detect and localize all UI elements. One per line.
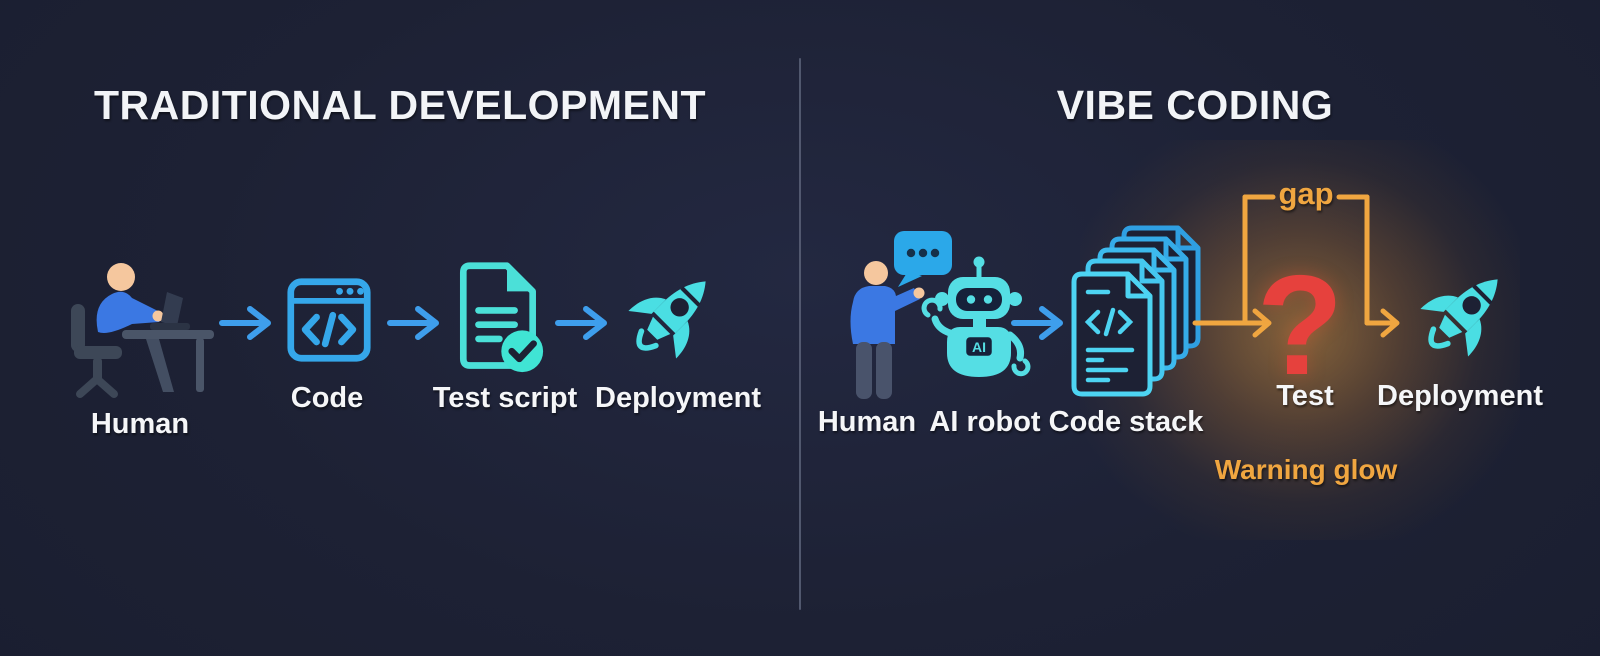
arrow-right-icon <box>1011 306 1063 340</box>
warning-glow-label: Warning glow <box>1214 454 1398 485</box>
arrow-right-icon <box>387 306 439 340</box>
right-step-label-deployment: Deployment <box>1377 380 1543 412</box>
rocket-icon <box>1420 279 1498 357</box>
gap-bracket <box>1192 194 1400 338</box>
arrow-right-icon <box>219 306 271 340</box>
ai-robot-icon: AI <box>921 256 1031 377</box>
right-step-label-test: Test <box>1276 380 1334 412</box>
left-step-label-deployment: Deployment <box>595 382 761 414</box>
left-step-label-test-script: Test script <box>432 382 578 414</box>
code-stack-icon <box>1071 225 1201 397</box>
panel-divider <box>799 58 801 610</box>
gap-label: gap <box>1278 176 1334 211</box>
left-panel-title: TRADITIONAL DEVELOPMENT <box>93 82 707 128</box>
speech-bubble-icon <box>894 231 952 287</box>
left-step-label-code: Code <box>290 382 364 414</box>
right-step-label-human: Human <box>817 406 917 438</box>
left-step-label-human: Human <box>90 408 190 440</box>
right-step-label-ai-robot: AI robot <box>929 406 1041 438</box>
code-window-icon <box>287 278 371 362</box>
right-panel-title: VIBE CODING <box>1056 82 1334 128</box>
standing-human-icon <box>850 261 925 399</box>
right-step-label-code-stack: Code stack <box>1048 406 1204 438</box>
arrow-right-icon <box>555 306 607 340</box>
ai-badge-text: AI <box>972 339 986 355</box>
question-mark: ? <box>1256 246 1344 405</box>
human-at-desk-icon <box>71 263 214 398</box>
rocket-icon <box>628 281 706 359</box>
test-script-icon <box>459 262 544 373</box>
